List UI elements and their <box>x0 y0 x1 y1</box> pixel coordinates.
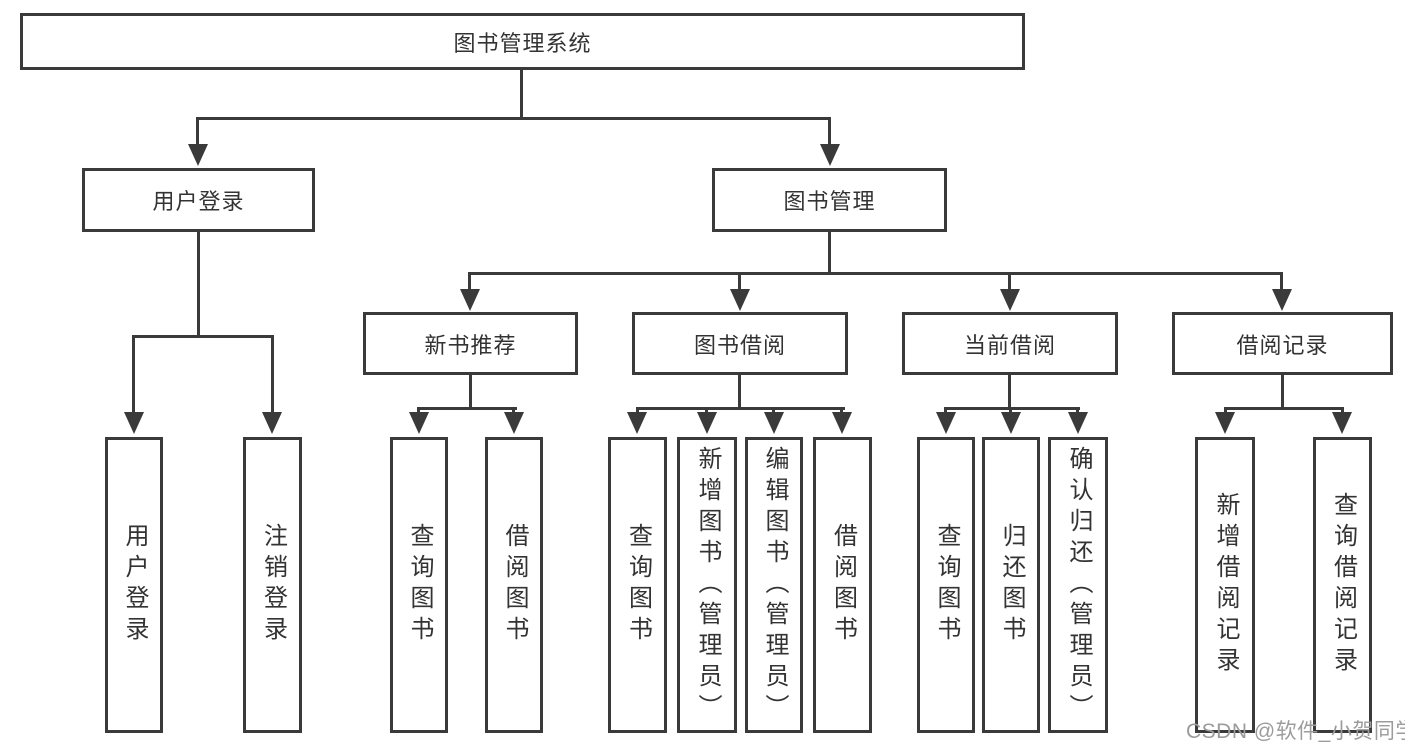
csdn-watermark: CSDN @软件_小贺同学 <box>1186 720 1405 743</box>
connector-to-user-login <box>196 120 199 148</box>
connector-to-borrow-records <box>1280 275 1283 290</box>
leaf-add-book-admin: 新增图书（管理员） <box>677 437 737 733</box>
connector-to-book-borrow <box>738 275 741 290</box>
node-book-borrow: 图书借阅 <box>632 312 848 375</box>
connector-group4-stub <box>1341 407 1344 415</box>
leaf-borrow-books-recommend: 借阅图书 <box>485 437 543 733</box>
arrow-down-icon <box>1272 289 1292 311</box>
arrow-down-icon <box>627 412 647 434</box>
connector-to-leaf-logout <box>271 338 274 416</box>
arrow-down-icon <box>1332 412 1352 434</box>
arrow-down-icon <box>936 412 956 434</box>
leaf-query-books-borrow: 查询图书 <box>608 437 667 733</box>
connector-group4-horizontal <box>1224 407 1344 410</box>
connector-group3-drop <box>1008 375 1011 407</box>
connector-level1-horizontal <box>196 117 831 120</box>
leaf-return-book: 归还图书 <box>982 437 1040 733</box>
node-root: 图书管理系统 <box>20 13 1025 70</box>
connector-user-login-drop <box>197 232 200 335</box>
connector-group3-stub <box>944 407 947 415</box>
connector-to-book-management <box>828 120 831 148</box>
arrow-down-icon <box>764 412 784 434</box>
connector-to-new-book <box>468 275 471 290</box>
arrow-down-icon <box>124 412 144 434</box>
arrow-down-icon <box>730 289 750 311</box>
connector-to-leaf-user-login <box>132 338 135 416</box>
connector-group1-stub <box>512 407 515 415</box>
leaf-user-login: 用户登录 <box>105 437 163 733</box>
leaf-query-books-recommend: 查询图书 <box>390 437 448 733</box>
connector-group3-stub <box>1009 407 1012 415</box>
arrow-down-icon <box>460 289 480 311</box>
connector-root-drop <box>520 70 523 117</box>
connector-group2-horizontal <box>636 407 845 410</box>
node-book-management: 图书管理 <box>712 168 947 232</box>
leaf-query-borrow-record: 查询借阅记录 <box>1313 437 1372 733</box>
connector-group4-drop <box>1281 375 1284 407</box>
node-borrow-records: 借阅记录 <box>1172 312 1393 375</box>
connector-group1-drop <box>469 375 472 407</box>
arrow-down-icon <box>697 412 717 434</box>
arrow-down-icon <box>1000 289 1020 311</box>
connector-group2-stub <box>705 407 708 415</box>
node-current-borrow: 当前借阅 <box>902 312 1118 375</box>
leaf-edit-book-admin: 编辑图书（管理员） <box>745 437 803 733</box>
connector-group2-stub <box>840 407 843 415</box>
connector-book-management-drop <box>828 232 831 272</box>
connector-user-login-horizontal <box>132 335 274 338</box>
node-new-book-recommend: 新书推荐 <box>363 312 578 375</box>
arrow-down-icon <box>1215 412 1235 434</box>
arrow-down-icon <box>188 144 208 166</box>
arrow-down-icon <box>820 144 840 166</box>
arrow-down-icon <box>262 412 282 434</box>
node-user-login: 用户登录 <box>82 168 315 232</box>
connector-group3-horizontal <box>944 407 1080 410</box>
leaf-borrow-books-borrow: 借阅图书 <box>813 437 872 733</box>
arrow-down-icon <box>1001 412 1021 434</box>
connector-group1-horizontal <box>417 407 517 410</box>
connector-group3-stub <box>1076 407 1079 415</box>
connector-group2-drop <box>738 375 741 407</box>
arrow-down-icon <box>1068 412 1088 434</box>
connector-to-current-borrow <box>1008 275 1011 290</box>
connector-level2-horizontal <box>468 272 1283 275</box>
leaf-add-borrow-record: 新增借阅记录 <box>1195 437 1255 733</box>
arrow-down-icon <box>832 412 852 434</box>
leaf-query-books-current: 查询图书 <box>917 437 975 733</box>
connector-group2-stub <box>772 407 775 415</box>
leaf-logout: 注销登录 <box>243 437 302 733</box>
arrow-down-icon <box>409 412 429 434</box>
leaf-confirm-return-admin: 确认归还（管理员） <box>1048 437 1108 733</box>
connector-group4-stub <box>1224 407 1227 415</box>
arrow-down-icon <box>504 412 524 434</box>
connector-group1-stub <box>417 407 420 415</box>
connector-group2-stub <box>636 407 639 415</box>
